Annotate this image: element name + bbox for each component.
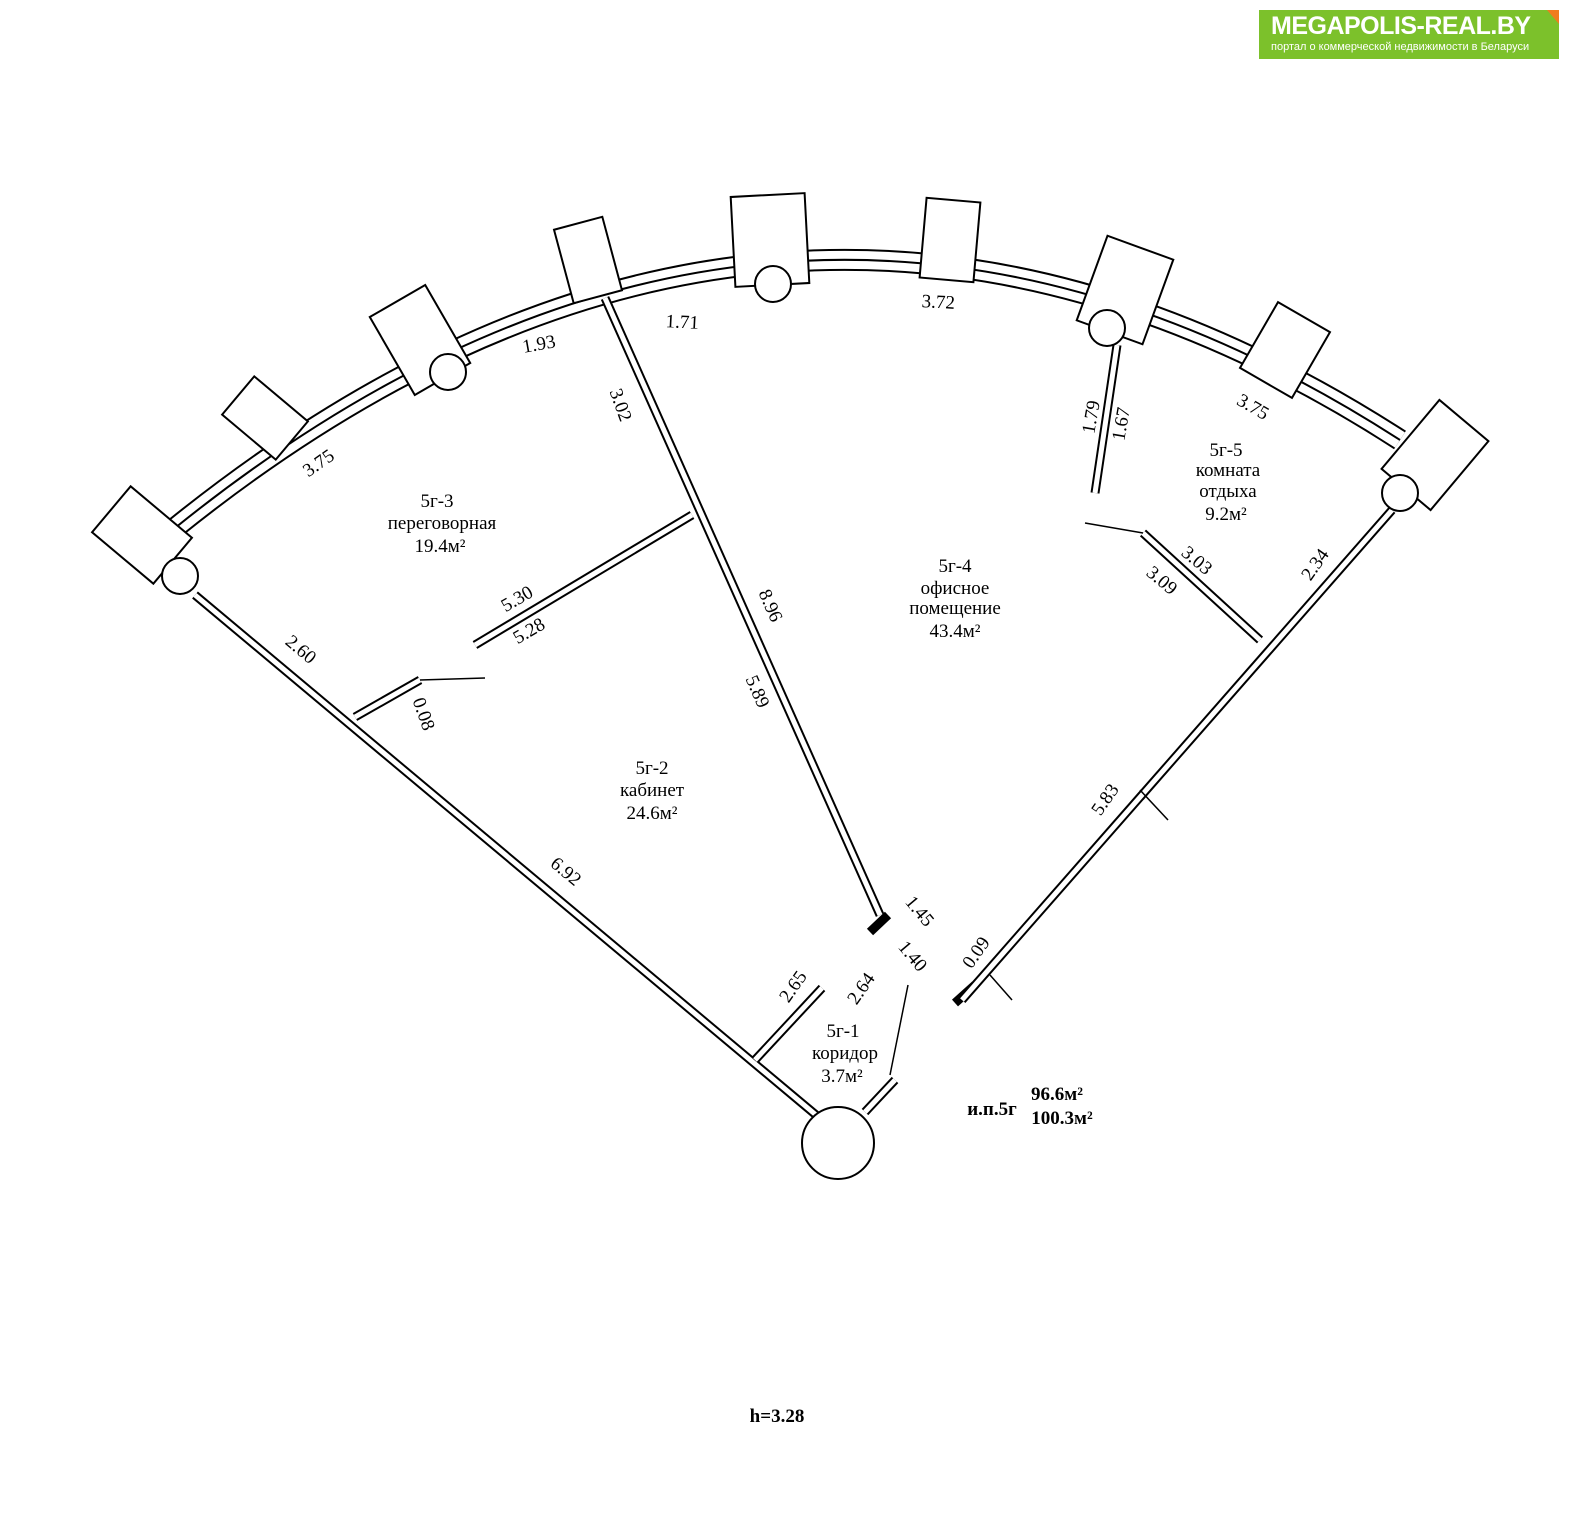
room-name: офисное	[921, 578, 990, 599]
totals: и.п.5г 96.6м² 100.3м² h=3.28	[750, 1084, 1093, 1427]
dimension: 1.40	[893, 937, 930, 976]
totals-label: и.п.5г	[967, 1099, 1017, 1120]
logo-subtitle: портал о коммерческой недвижимости в Бел…	[1271, 41, 1530, 53]
ceiling-height: h=3.28	[750, 1406, 805, 1427]
dimension: 1.71	[665, 311, 699, 334]
logo-title: MEGAPOLIS-REAL.BY	[1271, 12, 1531, 40]
room-id: 5г-3	[420, 491, 453, 512]
dimension: 8.96	[754, 586, 787, 625]
room-name: коридор	[812, 1043, 878, 1064]
room-name-2: помещение	[909, 598, 1001, 619]
dimension: 3.02	[605, 386, 636, 424]
room-id: 5г-2	[635, 758, 668, 779]
room-area: 24.6м²	[627, 803, 678, 824]
totals-total-area: 100.3м²	[1031, 1108, 1093, 1129]
totals-main-area: 96.6м²	[1031, 1084, 1083, 1105]
dimension-labels: 3.75 1.93 1.71 3.72 3.75 3.02 2.60 5.30 …	[281, 291, 1334, 1008]
dimension: 3.75	[1233, 390, 1272, 425]
dimension: 0.08	[408, 695, 439, 733]
room-area: 19.4м²	[415, 536, 466, 557]
dimension: 2.64	[843, 969, 880, 1009]
room-area: 3.7м²	[821, 1066, 863, 1087]
dimension: 3.75	[299, 445, 338, 481]
room-area: 43.4м²	[930, 621, 981, 642]
dimension: 5.83	[1087, 780, 1123, 819]
dimension: 1.93	[521, 331, 557, 357]
room-id: 5г-4	[938, 556, 972, 577]
room-id: 5г-5	[1209, 440, 1242, 461]
dimension: 2.60	[281, 631, 320, 668]
room-name: кабинет	[620, 780, 685, 801]
room-labels: 5г-1 коридор 3.7м² 5г-2 кабинет 24.6м² 5…	[388, 440, 1261, 1087]
dimension: 3.72	[921, 291, 955, 314]
dimension: 6.92	[546, 853, 585, 890]
room-area: 9.2м²	[1205, 504, 1247, 525]
central-column	[801, 1106, 875, 1180]
room-name: переговорная	[388, 513, 497, 534]
dimension: 1.45	[900, 892, 937, 931]
room-id: 5г-1	[826, 1021, 859, 1042]
logo-corner	[1547, 10, 1559, 24]
room-name-2: отдыха	[1199, 481, 1257, 502]
room-name: комната	[1196, 460, 1261, 481]
site-logo[interactable]: MEGAPOLIS-REAL.BY портал о коммерческой …	[1259, 10, 1559, 59]
dimension: 5.89	[741, 672, 774, 711]
dimension: 1.67	[1108, 406, 1134, 442]
columns	[90, 192, 1490, 1180]
